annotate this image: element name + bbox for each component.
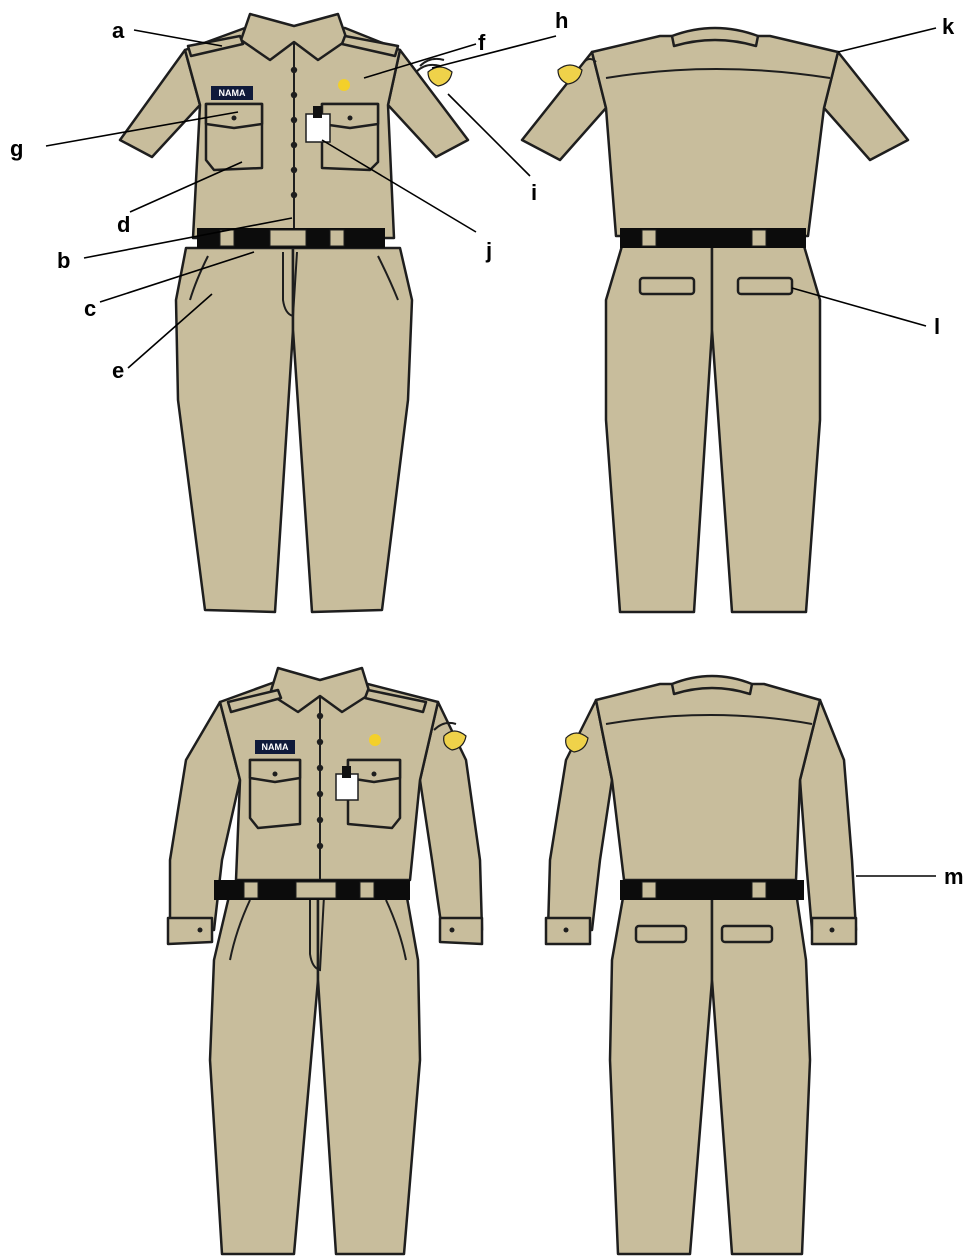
callout-label-i: i bbox=[531, 180, 537, 205]
long-sleeve-front-figure: NAMA bbox=[168, 668, 482, 1254]
callout-label-l: l bbox=[934, 314, 940, 339]
name-tag-text: NAMA bbox=[219, 88, 246, 98]
callout-label-g: g bbox=[10, 136, 23, 161]
callout-label-h: h bbox=[555, 8, 568, 33]
callout-label-k: k bbox=[942, 14, 955, 39]
callout-label-j: j bbox=[485, 238, 492, 263]
callout-label-e: e bbox=[112, 358, 124, 383]
callout-label-f: f bbox=[478, 30, 486, 55]
short-sleeve-front-figure: NAMA bbox=[120, 14, 468, 612]
shoulder-patch bbox=[428, 67, 452, 86]
long-sleeve-back-figure bbox=[546, 676, 856, 1254]
callout-label-d: d bbox=[117, 212, 130, 237]
callout-label-m: m bbox=[944, 864, 964, 889]
callout-label-a: a bbox=[112, 18, 125, 43]
chest-badge bbox=[338, 79, 350, 91]
callout-label-c: c bbox=[84, 296, 96, 321]
name-tag-text: NAMA bbox=[262, 742, 289, 752]
short-sleeve-back-figure bbox=[522, 28, 908, 612]
callout-label-b: b bbox=[57, 248, 70, 273]
id-card bbox=[306, 114, 330, 142]
